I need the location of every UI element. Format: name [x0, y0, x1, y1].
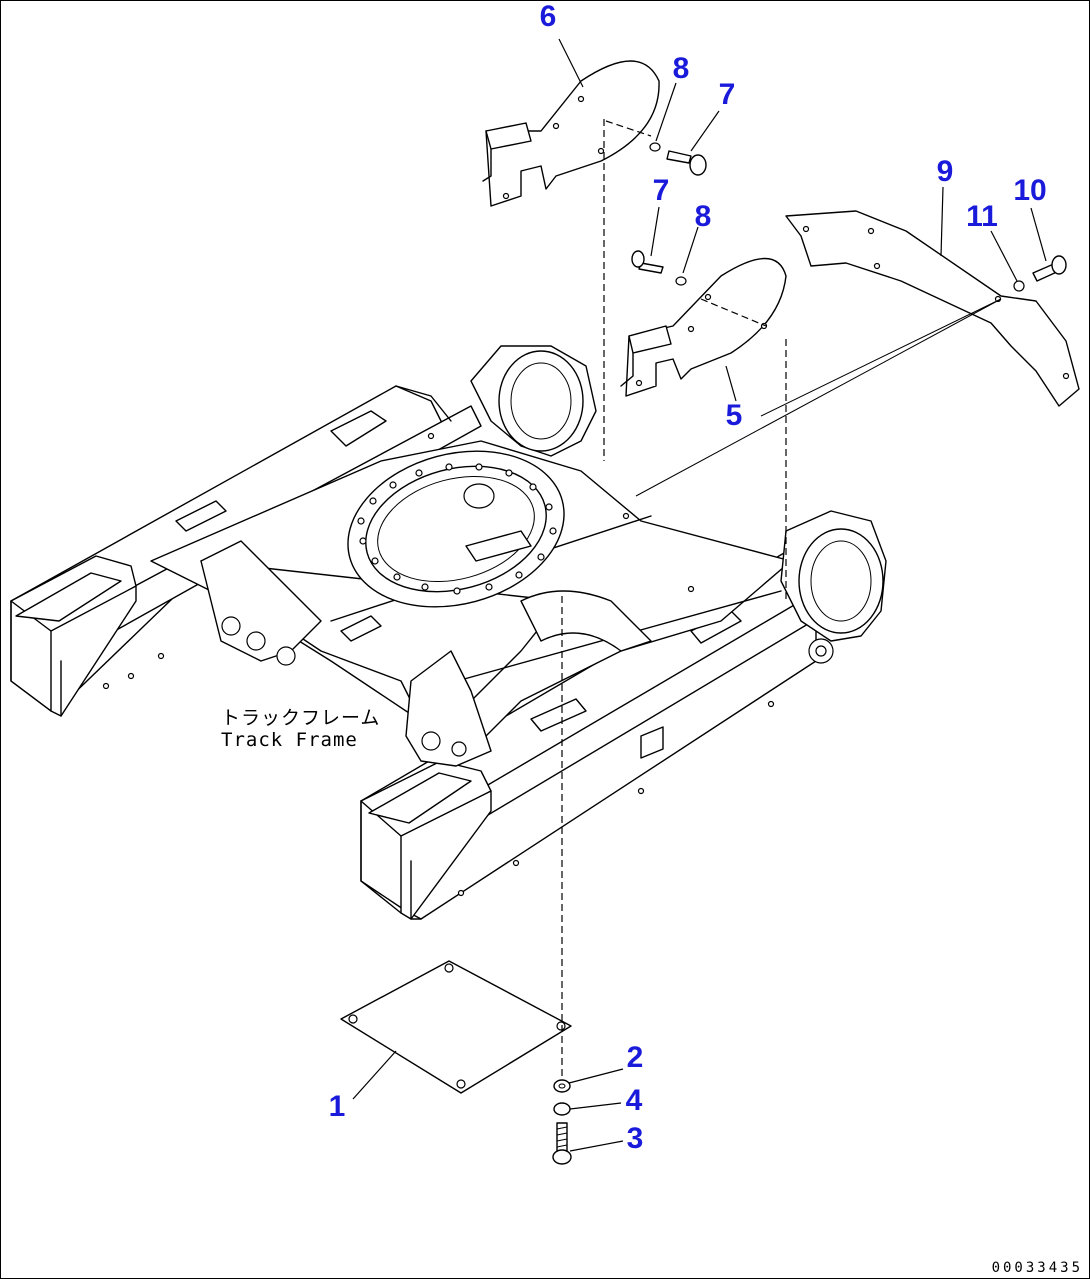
track-frame-label: トラックフレーム Track Frame — [221, 707, 380, 751]
callout-8: 8 — [672, 52, 690, 85]
callout-1: 1 — [328, 1090, 346, 1123]
plate-part-1 — [340, 960, 572, 1094]
callout-8: 8 — [694, 200, 712, 233]
cover-part-9 — [785, 210, 1080, 407]
callout-7: 7 — [718, 78, 736, 111]
callout-2: 2 — [626, 1041, 644, 1074]
center-frame-body — [102, 345, 887, 897]
assembly-lines — [561, 119, 1002, 1076]
track-frame-label-en: Track Frame — [221, 729, 358, 751]
leader-lines — [352, 38, 1047, 1152]
track-frame-label-jp: トラックフレーム — [221, 707, 381, 729]
callout-7: 7 — [652, 174, 670, 207]
right-track-rail — [360, 545, 817, 920]
callout-10: 10 — [1013, 174, 1047, 207]
cover-part-6 — [482, 60, 660, 207]
callout-4: 4 — [625, 1084, 643, 1117]
callout-9: 9 — [936, 155, 954, 188]
callout-6: 6 — [539, 0, 557, 33]
callout-5: 5 — [725, 399, 743, 432]
callout-11: 11 — [966, 200, 998, 233]
cover-part-5 — [620, 257, 787, 397]
bolts-and-washers — [552, 142, 1067, 1165]
callout-3: 3 — [626, 1122, 644, 1155]
drawing-number: 00033435 — [991, 1260, 1083, 1276]
